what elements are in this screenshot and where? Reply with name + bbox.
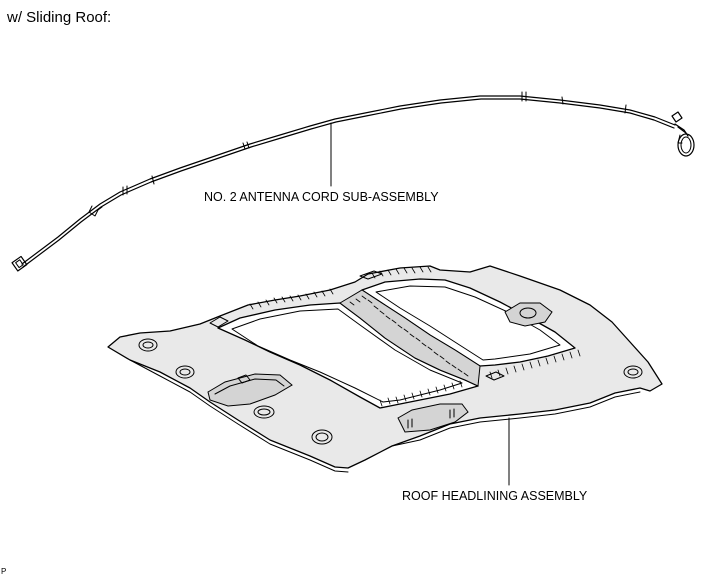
diagram-heading: w/ Sliding Roof:	[7, 9, 112, 26]
roof-headlining-illustration	[107, 265, 663, 486]
roof-headlining-label: ROOF HEADLINING ASSEMBLY	[402, 489, 588, 503]
antenna-cord-label: NO. 2 ANTENNA CORD SUB-ASSEMBLY	[204, 190, 439, 204]
figure-code: P	[1, 567, 7, 576]
antenna-cord-illustration	[11, 91, 695, 272]
